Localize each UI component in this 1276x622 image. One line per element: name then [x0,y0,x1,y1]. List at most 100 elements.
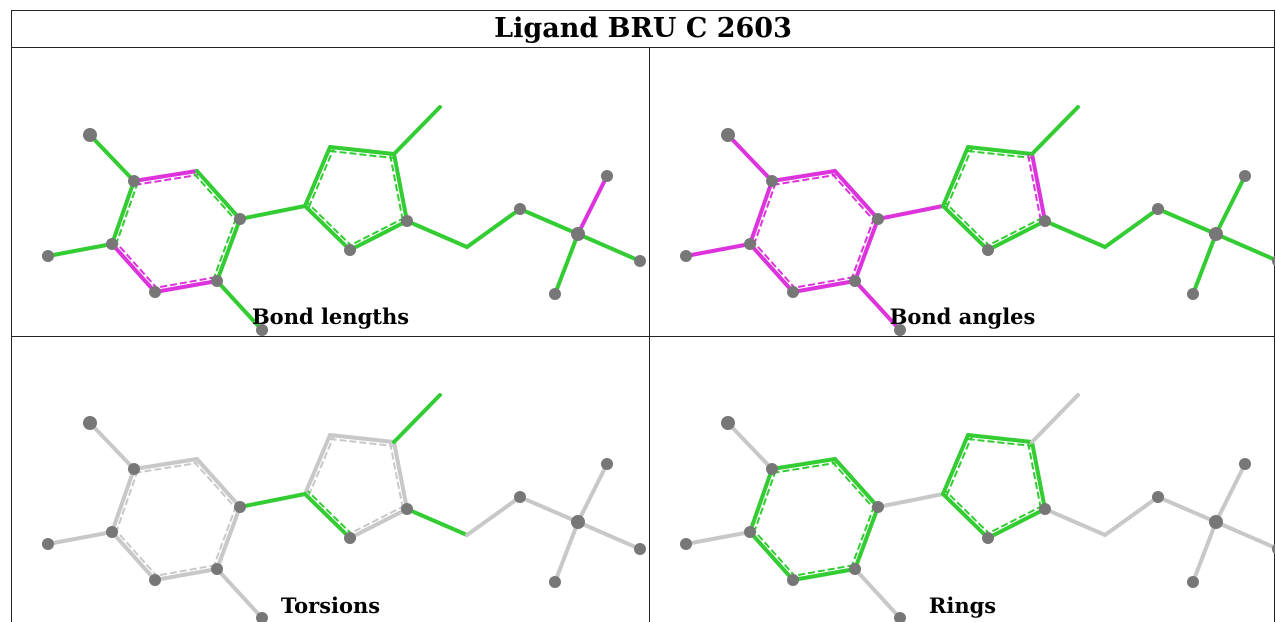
caption-bond-lengths: Bond lengths [251,304,410,329]
atom-8 [256,612,268,622]
bond-1 [132,169,199,183]
bond-dash-11 [967,437,1032,447]
atom-18 [601,170,613,182]
atom-12 [401,215,413,227]
atom-13 [982,244,994,256]
bond-20 [1214,232,1275,262]
bond-dash-1 [772,173,836,186]
bond-0 [88,421,136,471]
bond-16 [405,507,469,537]
bond-2 [833,169,880,221]
atom-5 [149,574,161,586]
atom-7 [680,538,692,550]
atom-4 [849,275,861,287]
bond-16 [405,219,469,249]
bond-4 [153,567,219,582]
panel-bond-lengths: Bond lengths [12,49,649,336]
bond-1 [132,457,199,471]
bond-18 [1156,495,1218,524]
bond-19 [1214,174,1247,236]
bond-dash-1 [772,461,836,474]
atom-7 [680,250,692,262]
atom-20 [549,288,561,300]
bond-3 [853,217,880,283]
bond-dash-12 [389,154,405,222]
bond-dash-6 [752,181,777,246]
bond-11 [966,433,1034,444]
bond-13 [348,219,409,252]
bond-20 [576,232,642,263]
bond-dash-4 [154,564,217,578]
atom-6 [744,526,756,538]
bond-12 [1030,152,1047,223]
bond-9 [876,204,945,221]
atom-16 [514,491,526,503]
atom-18 [1239,170,1251,182]
bond-20 [1214,520,1275,550]
panel-rings: Rings [650,337,1275,622]
bond-dash-4 [154,276,217,290]
bond-2 [195,457,242,509]
caption-torsions: Torsions [280,593,381,618]
atom-3 [234,501,246,513]
bond-2 [833,457,880,509]
bond-5 [748,242,795,294]
bond-6 [110,179,136,246]
bond-dash-11 [329,149,394,159]
bond-9 [238,204,307,221]
bond-8 [853,567,902,620]
row-divider [11,336,1275,337]
bond-3 [853,505,880,571]
bond-dash-6 [114,181,139,246]
bond-5 [110,530,157,582]
bond-0 [88,133,136,183]
atom-1 [128,463,140,475]
atom-5 [787,574,799,586]
atom-19 [634,255,646,267]
bond-dash-13 [985,504,1044,536]
bond-15 [1030,105,1080,156]
bond-14 [303,492,352,540]
bond-6 [110,467,136,534]
atom-20 [549,576,561,588]
caption-rings: Rings [928,593,997,618]
column-divider [649,48,650,622]
bond-dash-5 [114,240,159,290]
atom-4 [849,563,861,575]
bond-dash-1 [134,461,198,474]
atom-8 [894,612,906,622]
atom-6 [744,238,756,250]
bond-13 [986,507,1047,540]
bond-0 [726,421,774,471]
bond-19 [576,174,609,236]
atom-12 [1039,215,1051,227]
atom-6 [106,526,118,538]
bond-17 [465,495,522,537]
bond-dash-14 [307,202,354,248]
atom-19 [1272,543,1275,555]
bond-19 [1214,462,1247,524]
atom-1 [128,175,140,187]
bond-11 [328,145,396,156]
bond-10 [303,145,332,208]
bond-21 [553,232,580,296]
bond-dash-11 [329,437,394,447]
bond-dash-3 [212,505,238,568]
bond-2 [195,169,242,221]
bond-17 [1103,207,1160,249]
panel-bond-angles: Bond angles [650,49,1275,336]
bond-dash-12 [1027,442,1043,510]
bond-15 [392,105,442,156]
molecule-bond-lengths [42,105,646,336]
bond-dash-12 [1027,154,1043,222]
atom-3 [872,213,884,225]
bond-dash-3 [212,217,238,280]
bond-3 [215,217,242,283]
bond-14 [941,204,990,252]
bond-12 [1030,440,1047,511]
bond-18 [518,207,580,236]
bond-dash-14 [945,202,992,248]
bond-dash-12 [389,442,405,510]
bond-dash-2 [193,461,238,511]
bond-1 [770,457,837,471]
